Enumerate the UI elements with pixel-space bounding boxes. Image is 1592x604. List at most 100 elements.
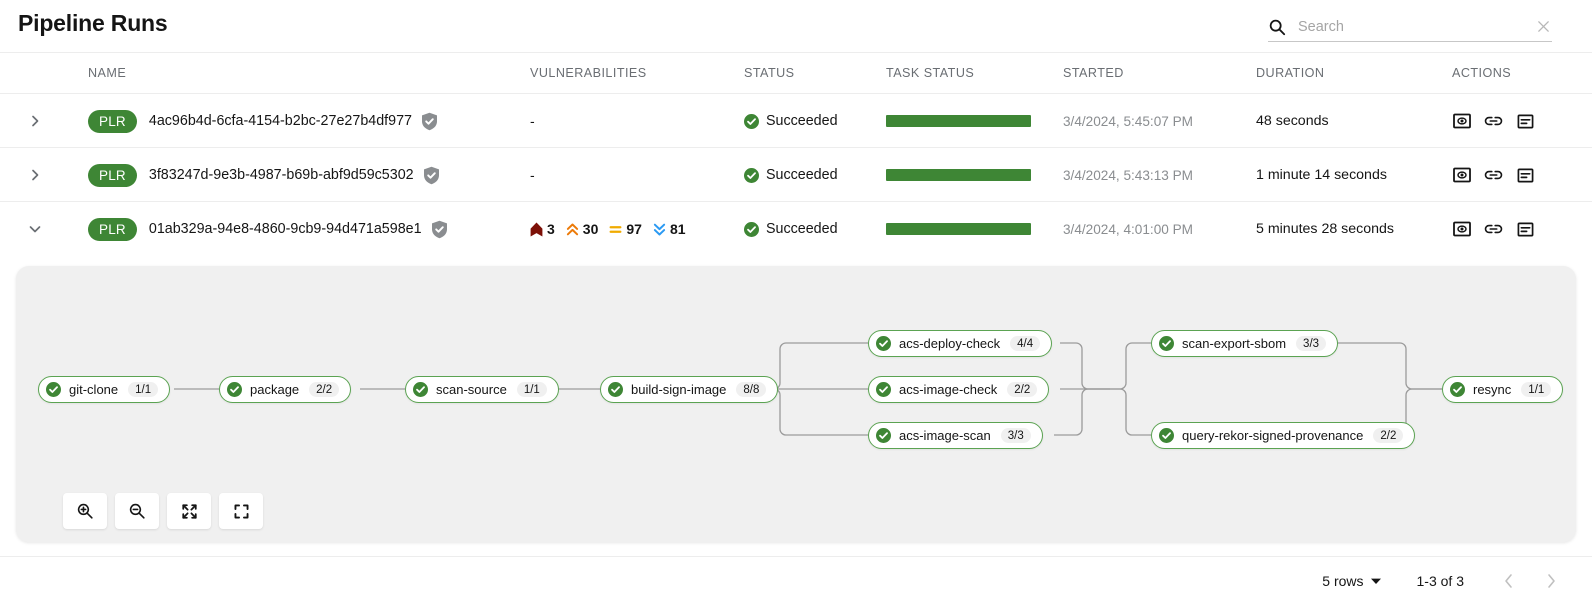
fit-view-button[interactable] <box>167 493 211 529</box>
view-output-icon[interactable] <box>1452 220 1471 239</box>
vulnerability-low: 81 <box>653 221 686 237</box>
table-row: PLR 4ac96b4d-6cfa-4154-b2bc-27e27b4df977… <box>0 94 1592 148</box>
zoom-in-button[interactable] <box>63 493 107 529</box>
status-cell: Succeeded <box>744 202 838 256</box>
check-circle-icon <box>1450 382 1465 397</box>
task-status-cell <box>886 202 1031 256</box>
run-name-cell[interactable]: PLR 4ac96b4d-6cfa-4154-b2bc-27e27b4df977 <box>88 94 438 148</box>
column-header-task-status: TASK STATUS <box>886 66 975 80</box>
link-icon[interactable] <box>1484 220 1503 239</box>
run-name-cell[interactable]: PLR 3f83247d-9e3b-4987-b69b-abf9d59c5302 <box>88 148 440 202</box>
chevron-right-icon <box>32 115 39 127</box>
page-header: Pipeline Runs <box>0 0 1592 52</box>
severity-critical-icon <box>530 222 543 236</box>
check-circle-icon <box>1159 336 1174 351</box>
chevron-down-icon <box>29 226 41 233</box>
graph-node-badge: 1/1 <box>516 382 547 397</box>
table-row: PLR 01ab329a-94e8-4860-9cb9-94d471a598e1… <box>0 202 1592 256</box>
vulnerability-important: 30 <box>566 221 598 237</box>
graph-node-label: resync <box>1473 382 1512 397</box>
link-icon[interactable] <box>1484 112 1503 131</box>
previous-page-button[interactable] <box>1502 573 1516 589</box>
run-name-link[interactable]: 01ab329a-94e8-4860-9cb9-94d471a598e1 <box>148 221 422 237</box>
check-circle-icon <box>744 221 759 237</box>
column-header-status: STATUS <box>744 66 795 80</box>
reset-view-button[interactable] <box>219 493 263 529</box>
check-circle-icon <box>744 113 759 129</box>
graph-node-acs-image-scan[interactable]: acs-image-scan 3/3 <box>868 422 1043 449</box>
graph-node-label: query-rekor-signed-provenance <box>1182 428 1364 443</box>
graph-node-badge: 3/3 <box>1296 336 1327 351</box>
duration-text: 1 minute 14 seconds <box>1256 167 1387 183</box>
graph-node-git-clone[interactable]: git-clone 1/1 <box>38 376 171 403</box>
graph-node-badge: 3/3 <box>1000 428 1031 443</box>
graph-node-label: acs-deploy-check <box>899 336 1001 351</box>
severity-important-icon <box>566 223 578 235</box>
column-header-started: STARTED <box>1063 66 1124 80</box>
run-name-link[interactable]: 3f83247d-9e3b-4987-b69b-abf9d59c5302 <box>148 167 414 183</box>
graph-node-label: scan-export-sbom <box>1182 336 1287 351</box>
task-status-cell <box>886 94 1031 148</box>
run-name-cell[interactable]: PLR 01ab329a-94e8-4860-9cb9-94d471a598e1 <box>88 202 448 256</box>
chevron-right-icon <box>32 169 39 181</box>
close-icon[interactable] <box>1534 18 1552 36</box>
pipeline-graph-panel[interactable]: git-clone 1/1 package 2/2 scan-source 1/… <box>16 266 1576 542</box>
row-expand-toggle[interactable] <box>18 148 52 202</box>
task-progress-bar <box>886 169 1031 181</box>
graph-node-label: build-sign-image <box>631 382 727 397</box>
run-name-link[interactable]: 4ac96b4d-6cfa-4154-b2bc-27e27b4df977 <box>148 113 412 129</box>
graph-node-acs-image-check[interactable]: acs-image-check 2/2 <box>868 376 1050 403</box>
row-collapse-toggle[interactable] <box>18 202 52 256</box>
graph-node-badge: 2/2 <box>1007 382 1038 397</box>
started-cell: 3/4/2024, 5:43:13 PM <box>1063 148 1193 202</box>
table-header-row: NAME VULNERABILITIES STATUS TASK STATUS … <box>0 52 1592 94</box>
rows-per-page-label: 5 rows <box>1322 572 1364 589</box>
task-status-cell <box>886 148 1031 202</box>
graph-node-label: acs-image-scan <box>899 428 991 443</box>
column-header-vulnerabilities: VULNERABILITIES <box>530 66 647 80</box>
shield-check-icon <box>431 220 448 239</box>
duration-text: 5 minutes 28 seconds <box>1256 221 1395 237</box>
graph-node-resync[interactable]: resync 1/1 <box>1442 376 1564 403</box>
pipeline-runs-table: NAME VULNERABILITIES STATUS TASK STATUS … <box>0 52 1592 256</box>
zoom-out-button[interactable] <box>115 493 159 529</box>
graph-node-package[interactable]: package 2/2 <box>219 376 352 403</box>
next-page-button[interactable] <box>1544 573 1558 589</box>
graph-node-scan-source[interactable]: scan-source 1/1 <box>405 376 559 403</box>
vulnerabilities-cell: - <box>530 94 535 148</box>
pagination-range: 1-3 of 3 <box>1416 572 1464 589</box>
graph-node-query-rekor-signed-provenance[interactable]: query-rekor-signed-provenance 2/2 <box>1151 422 1416 449</box>
link-icon[interactable] <box>1484 166 1503 185</box>
view-output-icon[interactable] <box>1452 112 1471 131</box>
graph-node-badge: 8/8 <box>736 382 767 397</box>
row-expand-toggle[interactable] <box>18 94 52 148</box>
vulnerability-critical-count: 3 <box>547 221 555 237</box>
graph-node-badge: 1/1 <box>128 382 159 397</box>
status-text: Succeeded <box>766 113 838 129</box>
graph-node-badge: 2/2 <box>1373 428 1404 443</box>
graph-node-build-sign-image[interactable]: build-sign-image 8/8 <box>600 376 779 403</box>
check-circle-icon <box>876 428 891 443</box>
graph-node-scan-export-sbom[interactable]: scan-export-sbom 3/3 <box>1151 330 1339 357</box>
logs-icon[interactable] <box>1516 166 1535 185</box>
actions-cell <box>1452 202 1535 256</box>
vulnerability-critical: 3 <box>530 221 555 237</box>
search-input[interactable] <box>1298 13 1528 40</box>
graph-node-label: scan-source <box>436 382 507 397</box>
table-row: PLR 3f83247d-9e3b-4987-b69b-abf9d59c5302… <box>0 148 1592 202</box>
started-timestamp: 3/4/2024, 4:01:00 PM <box>1063 221 1193 237</box>
check-circle-icon <box>744 167 759 183</box>
search-box[interactable] <box>1268 12 1552 42</box>
graph-node-badge: 1/1 <box>1521 382 1552 397</box>
vulnerabilities-cell: 3 30 97 81 <box>530 202 692 256</box>
graph-node-label: git-clone <box>69 382 119 397</box>
view-output-icon[interactable] <box>1452 166 1471 185</box>
logs-icon[interactable] <box>1516 112 1535 131</box>
check-circle-icon <box>876 336 891 351</box>
graph-node-acs-deploy-check[interactable]: acs-deploy-check 4/4 <box>868 330 1053 357</box>
check-circle-icon <box>608 382 623 397</box>
logs-icon[interactable] <box>1516 220 1535 239</box>
chevron-down-icon <box>1370 578 1381 584</box>
rows-per-page-select[interactable]: 5 rows <box>1322 572 1381 589</box>
